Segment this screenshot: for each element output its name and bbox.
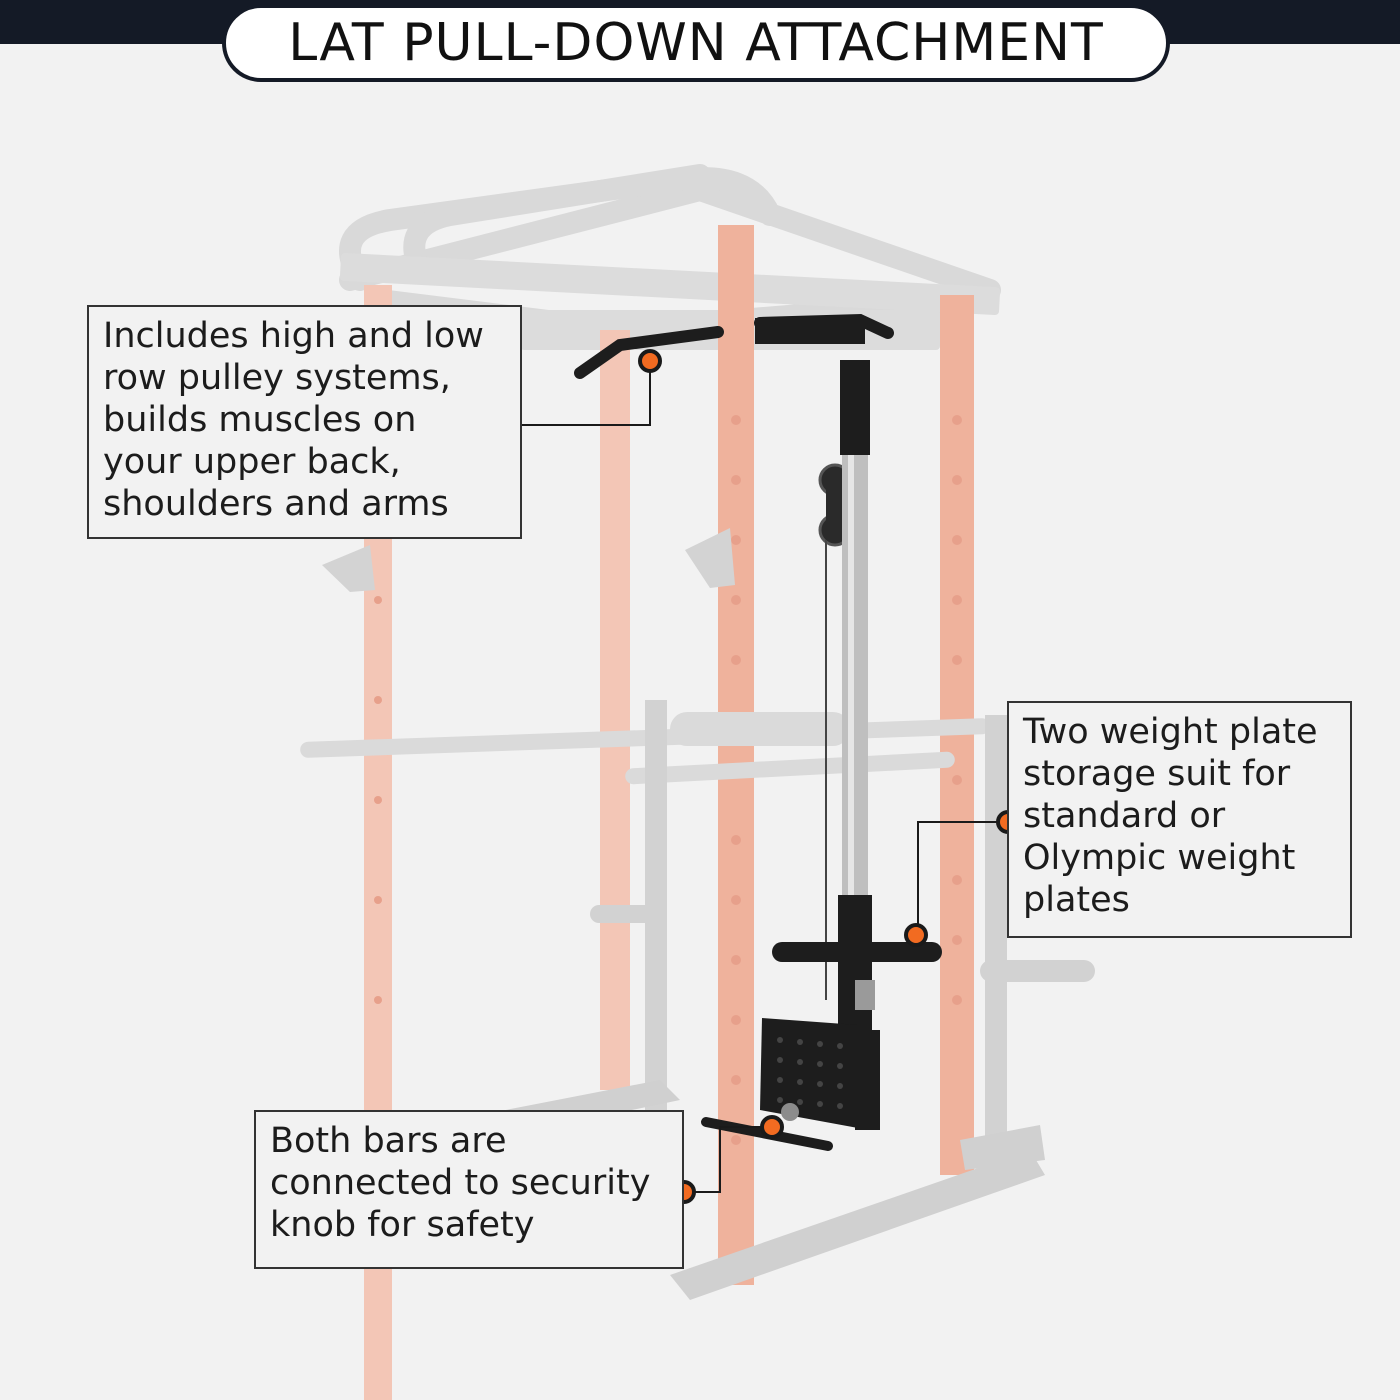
- security-knob: [781, 1103, 799, 1121]
- marker-dot: [904, 923, 928, 947]
- rack-upright-rear-right: [600, 330, 630, 1090]
- callout-text: Both bars are connected to security knob…: [270, 1121, 651, 1245]
- marker-dot: [760, 1115, 784, 1139]
- callout-leaders: [482, 362, 1007, 1193]
- callout-security-knob: Both bars are connected to security knob…: [254, 1110, 684, 1269]
- guide-rod: [842, 455, 868, 905]
- callout-text: Includes high and low row pulley systems…: [103, 316, 484, 524]
- upper-pulley-housing: [840, 360, 870, 455]
- rack-upright-front-left: [718, 225, 754, 1285]
- foot-plate: [760, 1018, 858, 1128]
- callout-plate-storage: Two weight plate storage suit for standa…: [1007, 701, 1352, 938]
- faded-hooks: [322, 528, 735, 592]
- title-pill: LAT PULL-DOWN ATTACHMENT: [222, 4, 1170, 82]
- lower-carriage: [838, 895, 872, 1045]
- pullup-handle-left: [574, 326, 724, 379]
- page-title: LAT PULL-DOWN ATTACHMENT: [288, 13, 1104, 73]
- upright-holes: [374, 415, 962, 1145]
- callout-pulley-systems: Includes high and low row pulley systems…: [87, 305, 522, 539]
- marker-dot: [638, 349, 662, 373]
- callout-text: Two weight plate storage suit for standa…: [1023, 712, 1318, 920]
- plate-storage-bar: [772, 942, 942, 962]
- faded-storage-posts: [590, 700, 1095, 1155]
